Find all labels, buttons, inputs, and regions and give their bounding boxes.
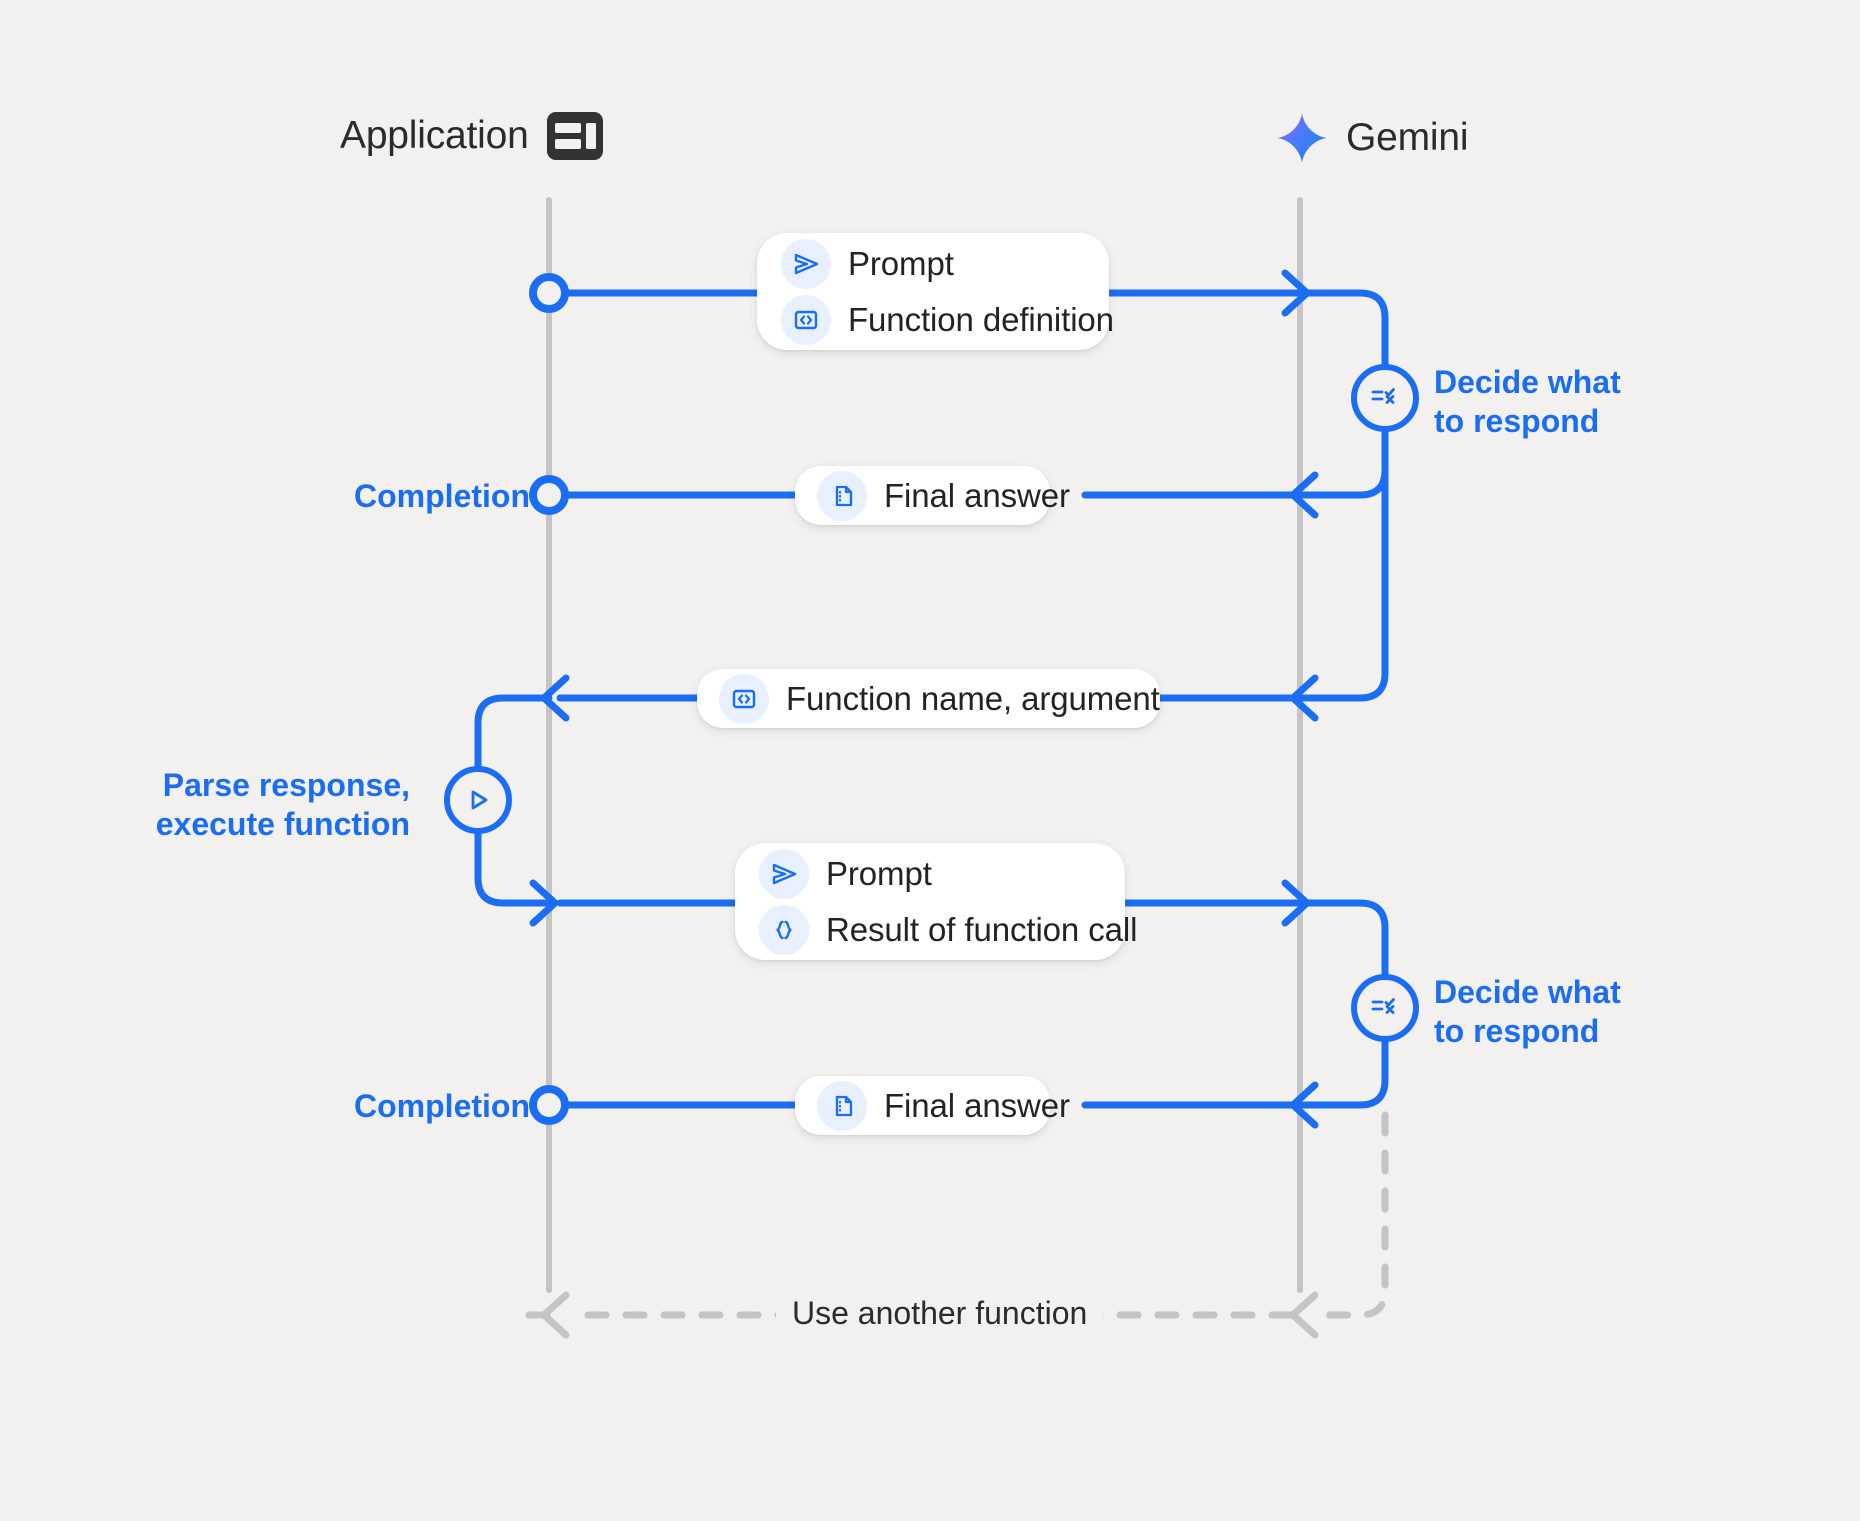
column-header-gemini: Gemini (1276, 112, 1469, 164)
column-header-application: Application (340, 112, 603, 160)
process-label-parse-execute: Parse response, execute function (155, 767, 410, 843)
completion-node-2 (529, 1085, 569, 1125)
checklist-decision-icon (1371, 998, 1395, 1014)
process-node-parse-execute[interactable] (444, 766, 512, 834)
card-label-final-answer-1: Final answer (884, 476, 1070, 514)
code-brackets-icon (719, 673, 769, 724)
start-node-application (529, 273, 569, 313)
message-card-prompt-function-definition[interactable]: Prompt Function definition (757, 233, 1114, 350)
wire-use-another-function-loop (525, 1111, 1389, 1319)
message-card-function-name-argument[interactable]: Function name, argument (697, 669, 1160, 728)
checklist-decision-icon (1371, 388, 1395, 404)
send-prompt-icon (759, 848, 809, 899)
process-label-decide-1: Decide what to respond (1434, 364, 1621, 440)
card-row-result-of-function-call: Result of function call (759, 904, 1137, 955)
card-label-function-name-argument: Function name, argument (786, 679, 1160, 717)
message-card-final-answer-2[interactable]: Final answer (795, 1076, 1070, 1135)
application-layout-icon (546, 112, 603, 160)
process-node-decide-1[interactable] (1351, 364, 1419, 432)
card-row-final-answer-1: Final answer (817, 470, 1070, 521)
card-label-function-definition: Function definition (848, 300, 1114, 338)
card-row-function-name-argument: Function name, argument (719, 673, 1160, 724)
card-row-function-definition: Function definition (781, 294, 1114, 345)
card-label-result-of-function-call: Result of function call (826, 910, 1138, 948)
send-prompt-icon (781, 238, 831, 289)
code-brackets-icon (781, 294, 831, 345)
column-label-gemini: Gemini (1346, 116, 1469, 159)
message-card-final-answer-1[interactable]: Final answer (795, 466, 1070, 525)
loop-caption-use-another-function: Use another function (776, 1295, 1104, 1332)
message-card-prompt-result-of-function-call[interactable]: Prompt Result of function call (735, 843, 1137, 960)
card-label-prompt-2: Prompt (826, 854, 932, 892)
card-row-prompt: Prompt (781, 238, 1085, 289)
card-row-prompt-2: Prompt (759, 848, 1101, 899)
document-icon (817, 470, 867, 521)
card-label-final-answer-2: Final answer (884, 1086, 1070, 1124)
completion-node-1 (529, 475, 569, 515)
card-row-final-answer-2: Final answer (817, 1080, 1070, 1131)
play-triangle-icon (471, 790, 488, 810)
process-label-decide-2: Decide what to respond (1434, 974, 1621, 1050)
curly-braces-icon (759, 904, 809, 955)
endpoint-label-completion-1: Completion (354, 478, 530, 514)
document-icon (817, 1080, 867, 1131)
gemini-sparkle-icon (1276, 112, 1328, 164)
column-label-application: Application (340, 114, 529, 157)
card-label-prompt: Prompt (848, 244, 954, 282)
process-node-decide-2[interactable] (1351, 974, 1419, 1042)
endpoint-label-completion-2: Completion (354, 1088, 530, 1124)
